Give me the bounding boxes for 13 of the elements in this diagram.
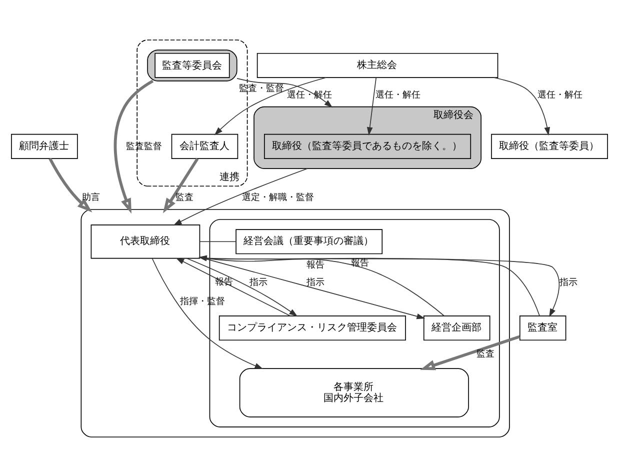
edge-label: 指示 <box>306 276 324 288</box>
edge-label: 報告 <box>351 257 370 268</box>
edge-label: 指示 <box>250 276 268 288</box>
edge-label: 助言 <box>82 192 100 203</box>
edge-label: 選任・解任 <box>375 88 420 100</box>
edge-label: 選任・解任 <box>537 88 582 100</box>
edge-label: 監査・監督 <box>238 82 284 94</box>
edge-label: 選任・解任 <box>287 88 332 100</box>
edge-label: 監査 <box>175 192 194 203</box>
edge-label: 監査 <box>476 348 495 360</box>
edge-label: 報告 <box>306 258 324 270</box>
edge-label: 指示 <box>559 276 578 288</box>
edge-label: 選定・解職・監督 <box>242 192 314 203</box>
